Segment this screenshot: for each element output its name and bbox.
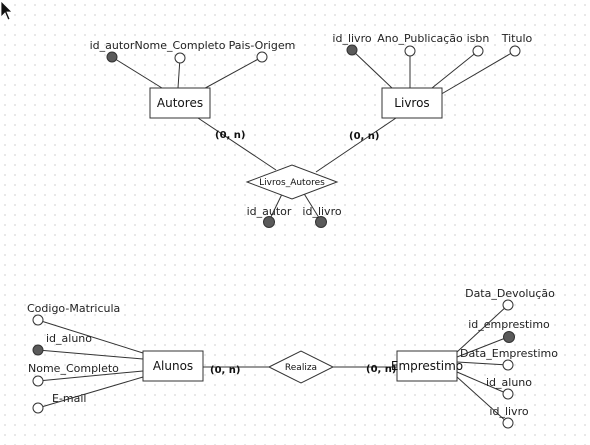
attribute-label: id_autor [90,39,135,52]
attribute-label: Ano_Publicação [377,32,463,45]
entity-autores-label: Autores [157,96,203,110]
mouse-pointer-icon [0,0,13,21]
attribute-label: id_livro [302,205,341,218]
attribute-icon [502,417,514,429]
attribute-label: Nome_Completo [28,362,119,375]
key-attribute-icon [346,44,358,56]
line-emprestimo-id-livro [456,376,509,424]
attribute-icon [502,299,514,311]
attribute-emprestimo-id-aluno[interactable]: id_aluno [486,376,532,400]
attribute-livros-titulo[interactable]: Titulo [501,32,533,57]
relationship-realiza[interactable]: Realiza [267,350,335,384]
attribute-emprestimo-id-emprestimo[interactable]: id_emprestimo [468,318,550,343]
entity-autores[interactable]: Autores [149,87,211,119]
cardinality-autores: (0, n) [215,130,246,141]
entity-livros-label: Livros [394,96,429,110]
attribute-icon [502,359,514,371]
line-emprestimo-data-devolucao [456,304,509,353]
entity-alunos[interactable]: Alunos [142,350,204,382]
attribute-alunos-id-aluno[interactable]: id_aluno [32,332,92,356]
attribute-label: id_emprestimo [468,318,550,331]
key-attribute-icon [263,216,275,228]
relationship-livros-autores-label: Livros_Autores [259,178,325,188]
attribute-icon [509,45,521,57]
entity-livros[interactable]: Livros [381,87,443,119]
attribute-label: E-mail [52,392,87,405]
line-rel-id-autor [268,191,284,222]
entity-emprestimo-label: Emprestimo [391,359,463,373]
attribute-autores-pais-origem[interactable]: Pais-Origem [229,39,296,63]
attribute-livros-autores-id-livro[interactable]: id_livro [302,205,342,228]
line-emprestimo-id-emprestimo [456,336,509,358]
attribute-livros-autores-id-autor[interactable]: id_autor [247,205,292,228]
line-autores-id-autor [111,56,163,89]
attribute-label: id_livro [489,405,528,418]
cardinality-livros: (0, n) [349,131,380,142]
key-attribute-icon [32,344,44,356]
cardinality-alunos: (0, n) [210,365,241,376]
line-emprestimo-id-aluno [456,371,509,395]
attribute-label: Nome_Completo [135,39,226,52]
attribute-icon [256,51,268,63]
line-livros-livros-autores [315,117,397,173]
attribute-livros-isbn[interactable]: isbn [467,32,490,57]
attribute-emprestimo-id-livro[interactable]: id_livro [489,405,529,429]
relationship-realiza-label: Realiza [285,363,317,373]
entity-emprestimo[interactable]: Emprestimo [391,350,463,382]
attribute-icon [404,45,416,57]
attribute-icon [32,375,44,387]
attribute-label: id_aluno [46,332,92,345]
key-attribute-icon [503,331,515,343]
key-attribute-icon [315,216,327,228]
attribute-alunos-codigo-matricula[interactable]: Codigo-Matricula [27,302,120,326]
line-livros-isbn [431,50,479,89]
relationship-livros-autores[interactable]: Livros_Autores [245,164,339,200]
attribute-emprestimo-data-devolucao[interactable]: Data_Devolução [465,287,555,311]
line-autores-pais-origem [197,56,263,93]
attribute-label: id_autor [247,205,292,218]
attribute-alunos-nome-completo[interactable]: Nome_Completo [28,362,119,387]
attribute-label: id_livro [332,32,371,45]
attribute-label: Pais-Origem [229,39,296,52]
attribute-label: Titulo [501,32,533,45]
attribute-icon [174,52,186,64]
line-livros-id-livro [351,49,393,89]
attribute-alunos-email[interactable]: E-mail [32,392,87,414]
attribute-autores-nome-completo[interactable]: Nome_Completo [135,39,226,64]
line-alunos-nome-completo [37,370,144,382]
attribute-label: Codigo-Matricula [27,302,120,315]
line-alunos-codigo-matricula [37,319,144,354]
line-alunos-email [37,376,144,409]
attribute-autores-id-autor[interactable]: id_autor [90,39,135,63]
attribute-icon [502,388,514,400]
key-attribute-icon [106,51,118,63]
entity-alunos-label: Alunos [153,359,193,373]
cardinality-emprestimo: (0, n) [366,364,397,375]
line-autores-livros-autores [197,117,277,171]
attribute-emprestimo-data-emprestimo[interactable]: Data_Emprestimo [460,347,558,371]
attribute-label: Data_Devolução [465,287,555,300]
attribute-livros-id-livro[interactable]: id_livro [332,32,372,56]
attribute-icon [32,402,44,414]
attribute-label: isbn [467,32,490,45]
line-alunos-id-aluno [37,349,144,360]
attribute-label: Data_Emprestimo [460,347,558,360]
line-livros-titulo [437,50,516,97]
line-emprestimo-data-emprestimo [456,361,509,366]
attribute-icon [32,314,44,326]
connector-lines [37,49,516,424]
line-rel-id-livro [302,191,322,222]
attribute-label: id_aluno [486,376,532,389]
attribute-icon [472,45,484,57]
attribute-livros-ano-publicacao[interactable]: Ano_Publicação [377,32,463,57]
